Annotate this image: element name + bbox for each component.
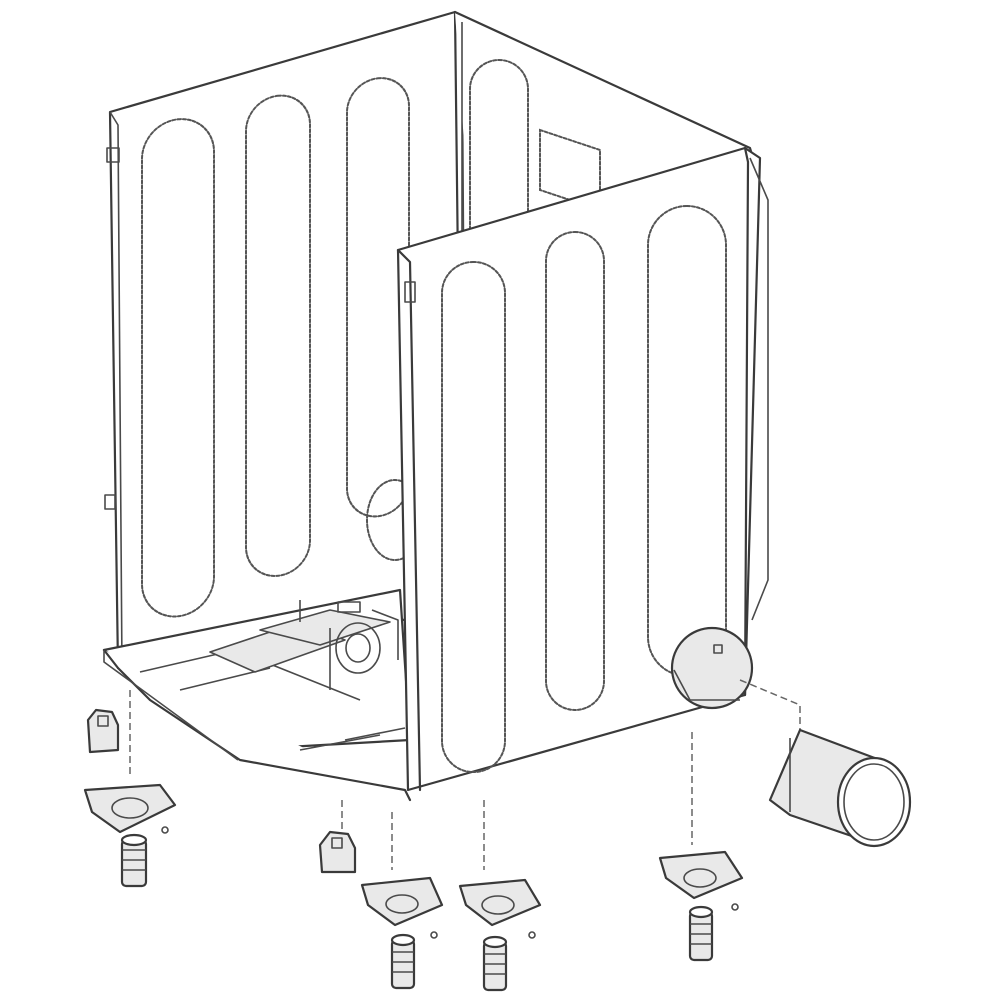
leg-bracket-2 — [360, 876, 444, 939]
exhaust-duct — [739, 679, 912, 848]
leveling-leg-2 — [390, 933, 416, 990]
leg-bracket-4 — [658, 850, 744, 911]
cabinet-side-panel — [396, 146, 769, 792]
leg-bracket-3 — [458, 878, 542, 939]
rubber-clip-center — [318, 830, 357, 874]
rubber-clip-left — [86, 708, 120, 754]
leveling-leg-3 — [482, 935, 508, 992]
base-pan — [102, 588, 412, 802]
leveling-leg-4 — [688, 905, 714, 962]
leveling-leg-1 — [120, 833, 148, 888]
leader-lines — [129, 690, 693, 870]
leg-bracket-1 — [83, 783, 177, 834]
